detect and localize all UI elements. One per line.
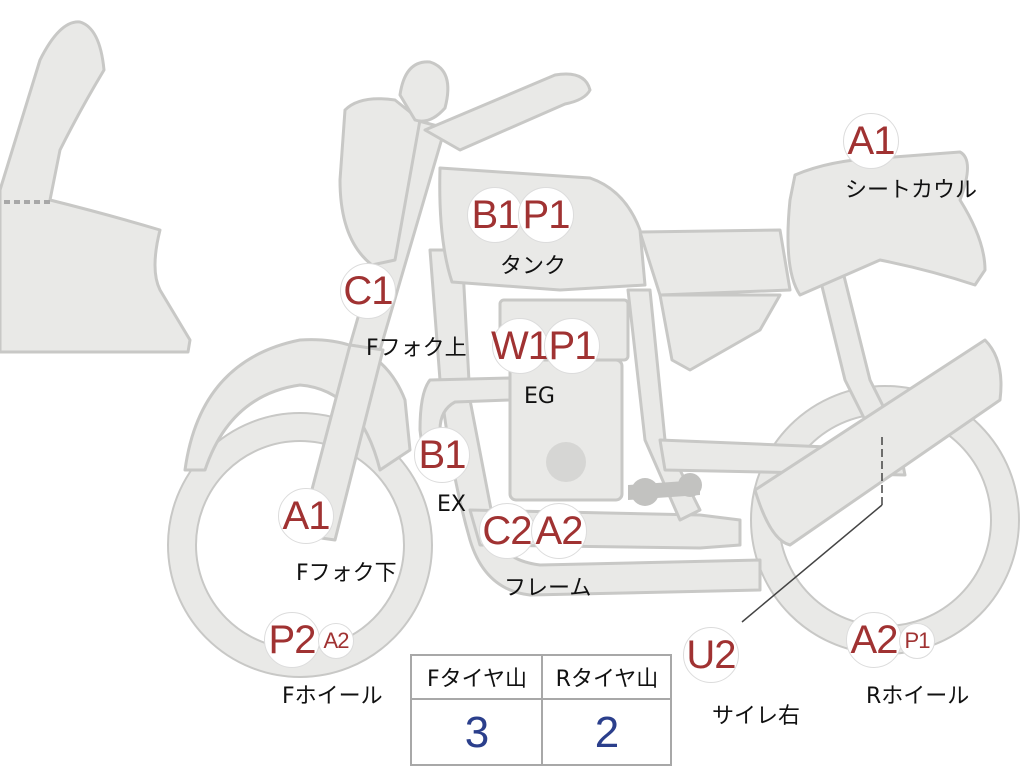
label-muffler-right: サイレ右 [712,704,801,729]
seat-shape [638,228,792,297]
label-fork-upper: Fフォク上 [366,336,467,361]
front-cowl-shape [0,20,192,354]
badge-front-wheel-2: A2 [318,623,354,659]
label-tank: タンク [500,254,567,279]
label-front-wheel: Fホイール [282,684,383,709]
badge-rear-wheel-1: A2 [846,612,902,668]
label-frame: フレーム [504,576,592,601]
badge-tank-1: B1 [467,187,523,243]
muffler-leader-line [741,504,883,623]
badge-engine-2: P1 [544,318,600,374]
label-rear-wheel: Rホイール [866,684,970,709]
tire-table-header-front: Fタイヤ山 [412,656,542,700]
tire-table-value-rear: 2 [594,708,620,757]
badge-seat-cowl-1: A1 [843,113,899,169]
badge-frame-1: C2 [479,503,535,559]
badge-fork-upper-1: C1 [340,263,396,319]
tire-table-value-front: 3 [464,708,490,757]
label-fork-lower: Fフォク下 [296,561,397,586]
badge-frame-2: A2 [531,503,587,559]
badge-front-wheel-1: P2 [264,612,320,668]
label-seat-cowl: シートカウル [845,178,978,203]
tire-table-header-rear: Rタイヤ山 [542,656,672,700]
badge-muffler-right-1: U2 [683,627,739,683]
badge-tank-2: P1 [518,187,574,243]
tire-table-divider [541,656,543,764]
tire-tread-table: Fタイヤ山 Rタイヤ山 3 2 [410,654,672,766]
badge-rear-wheel-2: P1 [899,623,935,659]
badge-exhaust-1: B1 [414,427,470,483]
label-exhaust: EX [437,492,466,517]
badge-engine-1: W1 [491,318,550,374]
label-engine: EG [524,384,555,409]
muffler-shape [753,338,1003,547]
badge-fork-lower-1: A1 [278,488,334,544]
